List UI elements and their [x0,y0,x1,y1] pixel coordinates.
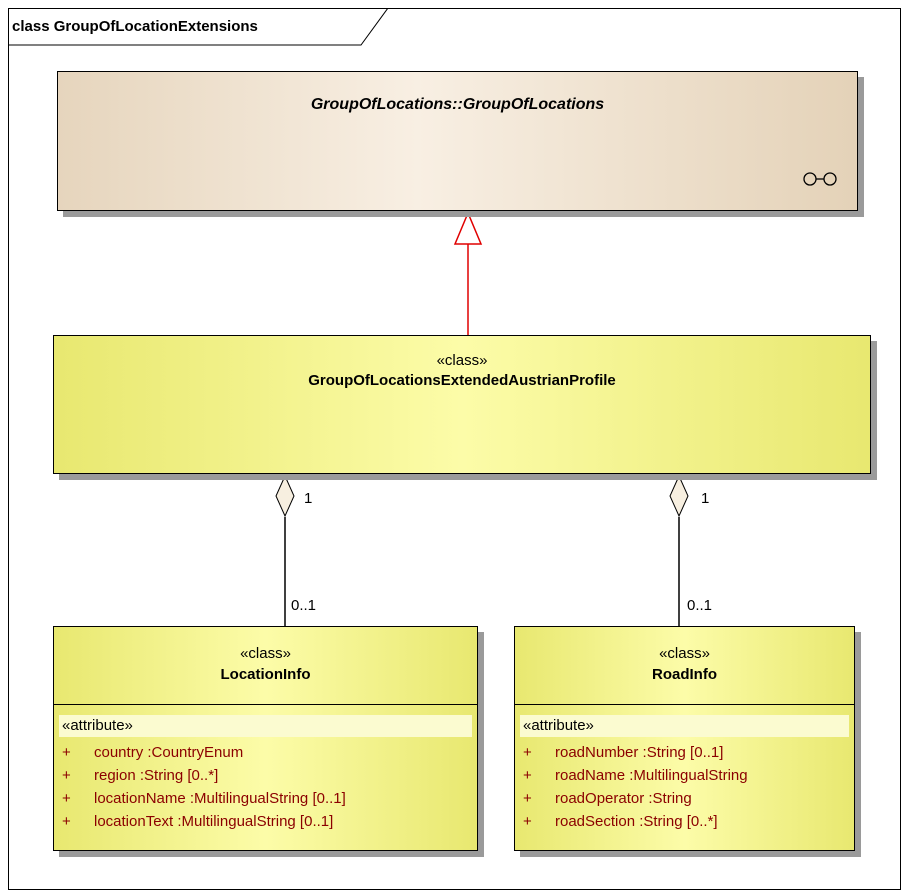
attribute-list: +country :CountryEnum +region :String [0… [62,741,473,833]
attribute-row: +locationText :MultilingualString [0..1] [62,813,334,830]
attribute-stereotype: «attribute» [59,715,472,737]
road-info-name: RoadInfo [652,666,717,683]
attribute-row: +roadSection :String [0..*] [523,813,718,830]
parent-class-name: GroupOfLocations::GroupOfLocations [310,96,605,113]
generalization-arrowhead [453,211,483,245]
location-info-name: LocationInfo [220,666,311,683]
road-info-stereotype: «class» [659,645,710,662]
attribute-row: +roadName :MultilingualString [523,767,748,784]
location-info-class-box[interactable]: «class» LocationInfo «attribute» +countr… [53,626,478,851]
location-info-stereotype: «class» [240,645,291,662]
frame-tab [8,8,388,46]
location-target-multiplicity: 0..1 [291,597,317,614]
link-icon [803,172,837,186]
frame-title: class GroupOfLocationExtensions [12,18,258,35]
attribute-row: +locationName :MultilingualString [0..1] [62,790,346,807]
extended-class-box[interactable]: «class» GroupOfLocationsExtendedAustrian… [53,335,871,474]
attribute-row: +roadOperator :String [523,790,692,807]
location-source-multiplicity: 1 [304,490,313,507]
compartment-divider [515,704,854,705]
extended-class-stereotype: «class» [436,352,488,369]
attribute-row: +country :CountryEnum [62,744,244,761]
road-aggregation-diamond [669,474,689,518]
diagram-frame [8,8,901,890]
road-info-class-box[interactable]: «class» RoadInfo «attribute» +roadNumber… [514,626,855,851]
attribute-row: +region :String [0..*] [62,767,219,784]
road-target-multiplicity: 0..1 [687,597,713,614]
road-source-multiplicity: 1 [701,490,710,507]
compartment-divider [54,704,477,705]
parent-class-box[interactable]: GroupOfLocations::GroupOfLocations [57,71,858,211]
extended-class-name: GroupOfLocationsExtendedAustrianProfile [308,372,616,389]
attribute-list: +roadNumber :String [0..1] +roadName :Mu… [523,741,850,833]
location-aggregation-diamond [275,474,295,518]
attribute-stereotype: «attribute» [520,715,849,737]
attribute-row: +roadNumber :String [0..1] [523,744,724,761]
